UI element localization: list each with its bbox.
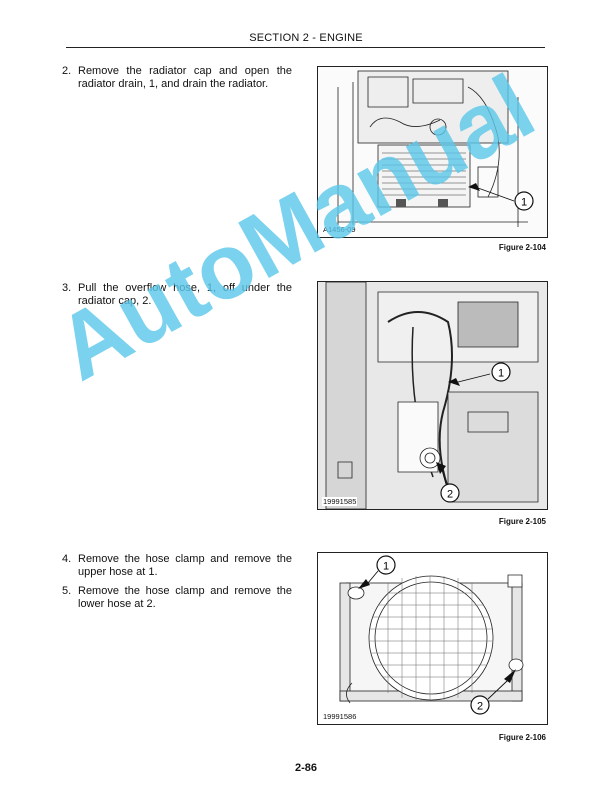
- callout-arrow: [504, 669, 516, 683]
- callout-badge: [491, 362, 511, 382]
- header-rule: [66, 47, 545, 48]
- step-text: Pull the overflow hose, 1, off under the…: [78, 282, 292, 307]
- figure-code: 19991585: [322, 497, 358, 506]
- step-text: Remove the hose clamp and remove the upp…: [78, 553, 292, 578]
- figure-caption: Figure 2-106: [498, 733, 546, 742]
- overflow-hose-drawing: 1 2: [318, 282, 547, 509]
- callout-label: 1: [521, 197, 527, 209]
- step-text: Remove the radiator cap and open the rad…: [78, 65, 292, 90]
- callout-badge: [514, 191, 534, 211]
- step-4: 4. Remove the hose clamp and remove the …: [62, 553, 292, 579]
- figure-code: A1456-09: [322, 225, 357, 234]
- figure-code: 19991586: [322, 712, 358, 721]
- callout-label: 2: [477, 701, 483, 713]
- callout-badge: [470, 695, 490, 715]
- callout-arrow: [436, 462, 446, 474]
- step-5: 5. Remove the hose clamp and remove the …: [62, 585, 292, 611]
- step-number: 2.: [62, 65, 72, 77]
- callout-arrow: [448, 378, 460, 386]
- callout-badge: [376, 555, 396, 575]
- step-number: 3.: [62, 282, 72, 294]
- callout-label: 1: [383, 561, 389, 573]
- step-text: Remove the hose clamp and remove the low…: [78, 585, 292, 610]
- callout-label: 2: [447, 489, 453, 501]
- figure-caption: Figure 2-105: [498, 517, 546, 526]
- page-number: 2-86: [294, 762, 318, 774]
- figure-2-104-illustration: 1 A1456-09: [317, 66, 548, 238]
- radiator-hoses-drawing: 1 2: [318, 553, 547, 724]
- figure-caption: Figure 2-104: [498, 243, 546, 252]
- callout-badge: [440, 483, 460, 503]
- section-header: SECTION 2 - ENGINE: [249, 32, 363, 44]
- callout-arrow: [358, 579, 370, 589]
- figure-2-106-illustration: 1 2 19991586: [317, 552, 548, 725]
- step-2: 2. Remove the radiator cap and open the …: [62, 65, 292, 91]
- step-number: 4.: [62, 553, 72, 565]
- callout-arrow: [468, 183, 480, 191]
- callout-label: 1: [498, 368, 504, 380]
- step-3: 3. Pull the overflow hose, 1, off under …: [62, 282, 292, 308]
- radiator-drain-drawing: 1: [337, 70, 534, 232]
- figure-2-105-illustration: 1 2 19991585: [317, 281, 548, 510]
- step-number: 5.: [62, 585, 72, 597]
